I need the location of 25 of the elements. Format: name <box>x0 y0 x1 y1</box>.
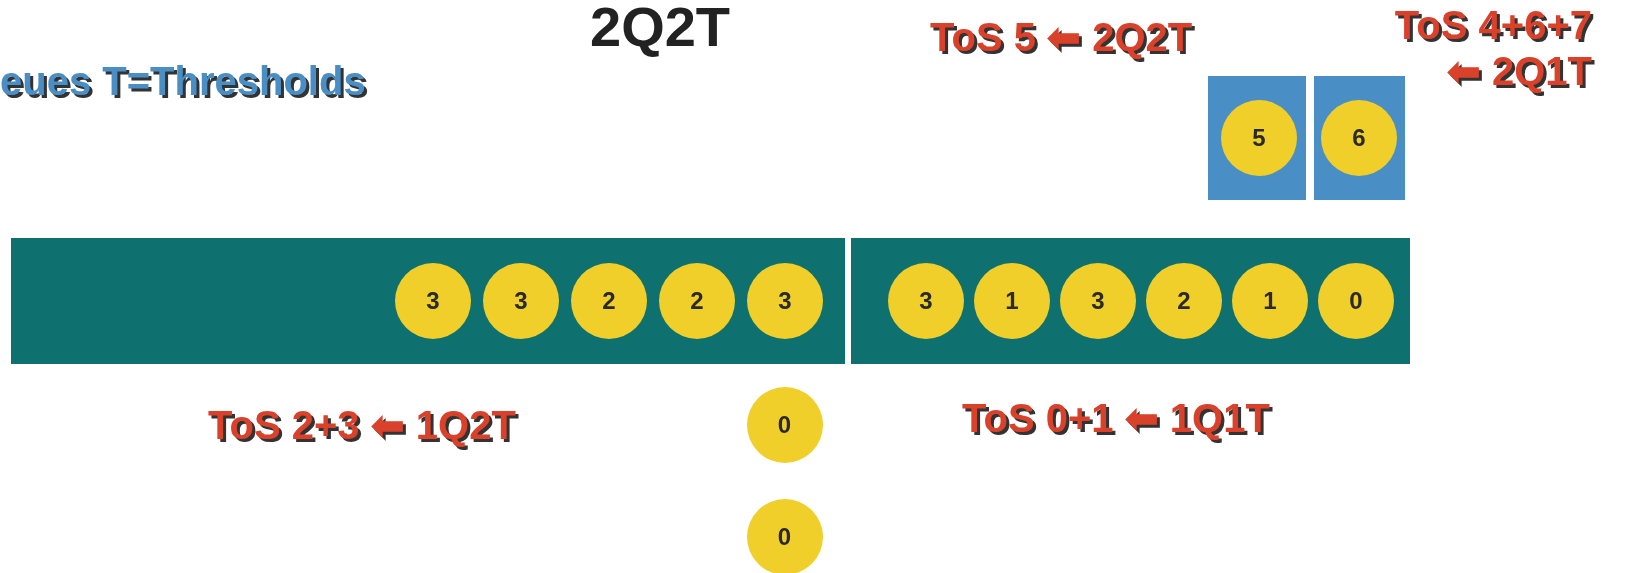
packet-circle: 3 <box>888 263 964 339</box>
queue-annotation: ToS 2+3 ⬅ 1Q2T <box>208 402 516 448</box>
packet-circle: 0 <box>1318 263 1394 339</box>
packet-circle: 3 <box>483 263 559 339</box>
queue-bar <box>851 238 1410 364</box>
legend-note: eues T=Thresholds <box>0 58 366 104</box>
threshold-box <box>1208 76 1306 200</box>
packet-circle: 1 <box>1232 263 1308 339</box>
threshold-box <box>1314 76 1405 200</box>
packet-circle: 3 <box>1060 263 1136 339</box>
packet-circle: 2 <box>659 263 735 339</box>
packet-circle: 3 <box>395 263 471 339</box>
packet-circle: 2 <box>571 263 647 339</box>
packet-circle: 5 <box>1221 100 1297 176</box>
queue-bar <box>11 238 845 364</box>
queue-annotation: ToS 0+1 ⬅ 1Q1T <box>962 395 1270 441</box>
packet-circle: 6 <box>1321 100 1397 176</box>
queue-annotation: ToS 5 ⬅ 2Q2T <box>930 14 1193 60</box>
packet-circle: 2 <box>1146 263 1222 339</box>
title: 2Q2T <box>590 0 731 59</box>
packet-circle: 0 <box>746 498 823 573</box>
packet-circle: 1 <box>974 263 1050 339</box>
packet-circle: 0 <box>746 386 823 463</box>
packet-circle: 3 <box>747 263 823 339</box>
queue-annotation: ToS 4+6+7 ⬅ 2Q1T <box>1393 2 1592 94</box>
